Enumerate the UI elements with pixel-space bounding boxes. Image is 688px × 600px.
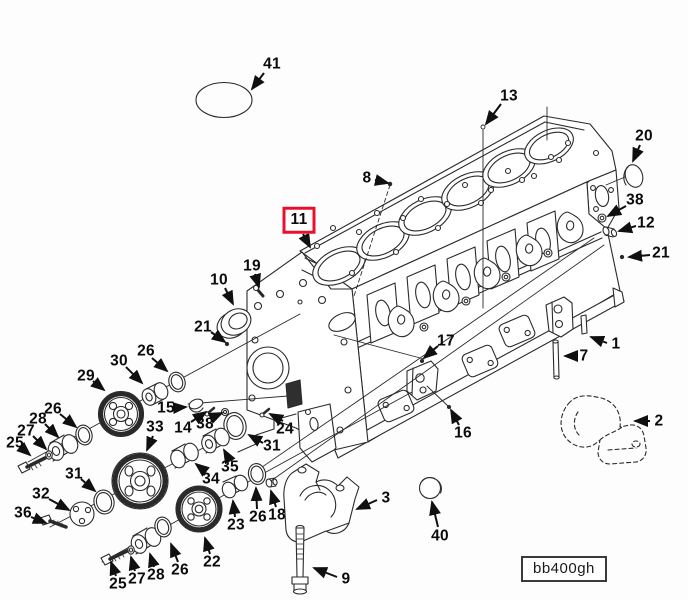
- callout-36[interactable]: 36: [14, 504, 32, 522]
- callout-35[interactable]: 35: [221, 458, 239, 476]
- callout-1[interactable]: 1: [611, 335, 621, 353]
- callout-38[interactable]: 38: [626, 191, 644, 209]
- plate-32: [69, 501, 95, 527]
- callout-2[interactable]: 2: [654, 412, 664, 430]
- bolt-25-left: [17, 456, 47, 474]
- callout-15[interactable]: 15: [157, 399, 175, 417]
- callout-21[interactable]: 21: [652, 244, 670, 262]
- callout-17[interactable]: 17: [437, 332, 455, 350]
- bushing-28-bottom: [130, 527, 162, 555]
- ring-26-top: [168, 371, 186, 393]
- callout-27[interactable]: 27: [128, 570, 146, 588]
- callout-7[interactable]: 7: [579, 347, 589, 365]
- callout-28[interactable]: 28: [147, 566, 165, 584]
- gear-33: [111, 452, 169, 510]
- bushing-34: [170, 442, 199, 469]
- figure-code-label: bb400gh: [521, 556, 607, 582]
- bolt-9: [291, 524, 309, 595]
- deck-bolt-holes: [313, 139, 600, 277]
- callout-9[interactable]: 9: [341, 570, 351, 588]
- callout-3[interactable]: 3: [381, 489, 391, 507]
- callout-40[interactable]: 40: [431, 527, 449, 545]
- callout-16[interactable]: 16: [454, 424, 472, 442]
- callout-33[interactable]: 33: [146, 418, 164, 436]
- callout-24[interactable]: 24: [276, 420, 294, 438]
- callout-29[interactable]: 29: [77, 367, 95, 385]
- callout-19[interactable]: 19: [243, 257, 261, 275]
- ring-26-left: [75, 424, 93, 446]
- ring-38-right: [597, 213, 607, 223]
- callout-21[interactable]: 21: [194, 318, 212, 336]
- ring-26-right: [247, 463, 267, 485]
- plug-12: [602, 226, 618, 238]
- gear-22: [175, 485, 223, 533]
- callout-41[interactable]: 41: [263, 55, 281, 73]
- ring-31-left: [93, 489, 115, 515]
- callout-20[interactable]: 20: [635, 127, 653, 145]
- callout-28[interactable]: 28: [29, 410, 47, 428]
- plug-18: [265, 477, 278, 488]
- callout-38[interactable]: 38: [196, 415, 214, 433]
- callout-26[interactable]: 26: [44, 400, 62, 418]
- callout-11[interactable]: 11: [282, 206, 316, 234]
- callout-27[interactable]: 27: [17, 422, 35, 440]
- gear-29: [97, 390, 145, 438]
- callout-26[interactable]: 26: [249, 508, 267, 526]
- plug-20: [623, 164, 644, 188]
- callout-32[interactable]: 32: [32, 485, 50, 503]
- callout-26[interactable]: 26: [171, 561, 189, 579]
- rail-bracket-and-pins: [545, 296, 588, 380]
- callout-30[interactable]: 30: [110, 352, 128, 370]
- bushing-28-left: [47, 434, 79, 462]
- callout-22[interactable]: 22: [203, 553, 221, 571]
- ring-26-bottom: [154, 516, 172, 538]
- callout-26[interactable]: 26: [137, 342, 155, 360]
- callout-25[interactable]: 25: [6, 434, 24, 452]
- exploded-parts: [17, 164, 647, 595]
- bracket-2-dashed: [560, 395, 647, 465]
- callout-34[interactable]: 34: [202, 470, 220, 488]
- callout-31[interactable]: 31: [263, 437, 281, 455]
- callout-25[interactable]: 25: [109, 575, 127, 593]
- callout-13[interactable]: 13: [500, 87, 518, 105]
- cup-plug-40: [418, 476, 442, 500]
- callout-12[interactable]: 12: [637, 214, 655, 232]
- bolt-24: [259, 407, 271, 418]
- cylinder-block-body: [237, 115, 625, 463]
- washer-27-left: [45, 450, 53, 460]
- ring-31-mid: [223, 412, 247, 440]
- skirt-details: [376, 210, 586, 424]
- callout-8[interactable]: 8: [362, 169, 372, 187]
- bushing-23: [221, 474, 249, 499]
- callout-14[interactable]: 14: [174, 419, 192, 437]
- callout-31[interactable]: 31: [65, 465, 83, 483]
- head-gasket-41: [195, 81, 253, 119]
- callout-23[interactable]: 23: [227, 516, 245, 534]
- callout-10[interactable]: 10: [210, 271, 228, 289]
- bearing-cap-3: [283, 463, 360, 543]
- callout-18[interactable]: 18: [268, 506, 286, 524]
- side-face-windows: [366, 210, 560, 344]
- bushing-35: [201, 427, 230, 454]
- bushing-30: [141, 382, 169, 406]
